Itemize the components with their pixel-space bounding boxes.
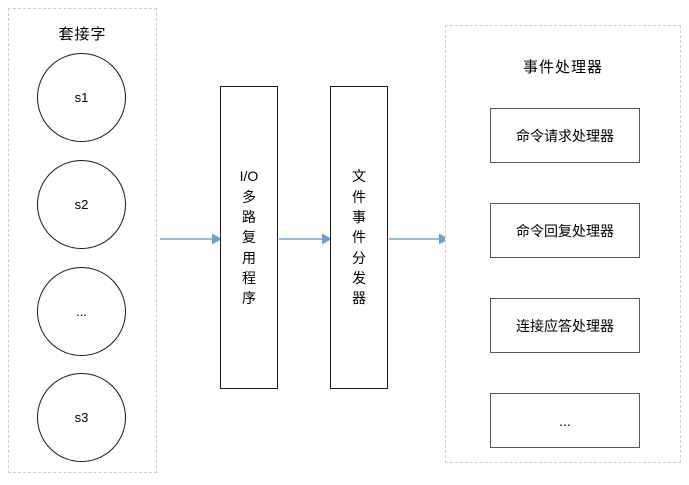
socket-circle[interactable]: s2 <box>37 160 126 249</box>
sockets-group-panel: 套接字 s1 s2 ... s3 <box>8 8 157 473</box>
arrow-sockets-to-multiplexing <box>160 230 222 248</box>
handlers-group-panel: 事件处理器 <box>445 25 681 463</box>
io-multiplexing-box[interactable]: I/O 多 路 复 用 程 序 <box>220 86 278 389</box>
handler-box-label: 命令回复处理器 <box>516 222 614 239</box>
handler-box-connection-accept[interactable]: 连接应答处理器 <box>490 298 640 353</box>
handler-box-command-reply[interactable]: 命令回复处理器 <box>490 203 640 258</box>
handler-box-more[interactable]: ... <box>490 393 640 448</box>
io-multiplexing-label: I/O 多 路 复 用 程 序 <box>239 168 259 307</box>
arrow-dispatcher-to-handlers <box>389 230 449 248</box>
socket-circle[interactable]: ... <box>37 267 126 356</box>
socket-circle-label: s1 <box>74 90 89 105</box>
handler-box-label: 命令请求处理器 <box>516 127 614 144</box>
sockets-panel-title: 套接字 <box>58 26 107 43</box>
file-event-dispatcher-box[interactable]: 文 件 事 件 分 发 器 <box>330 86 388 389</box>
socket-circle-label: s2 <box>74 197 89 212</box>
arrow-multiplexing-to-dispatcher <box>279 230 332 248</box>
socket-circle[interactable]: s3 <box>37 373 126 462</box>
handler-box-label: 连接应答处理器 <box>516 317 614 334</box>
file-event-dispatcher-label: 文 件 事 件 分 发 器 <box>352 168 366 307</box>
handler-box-command-request[interactable]: 命令请求处理器 <box>490 108 640 163</box>
handlers-panel-title: 事件处理器 <box>522 59 603 76</box>
socket-circle-label: ... <box>76 304 87 319</box>
socket-circle[interactable]: s1 <box>37 53 126 142</box>
socket-circle-label: s3 <box>74 410 89 425</box>
handler-box-label: ... <box>559 412 571 429</box>
